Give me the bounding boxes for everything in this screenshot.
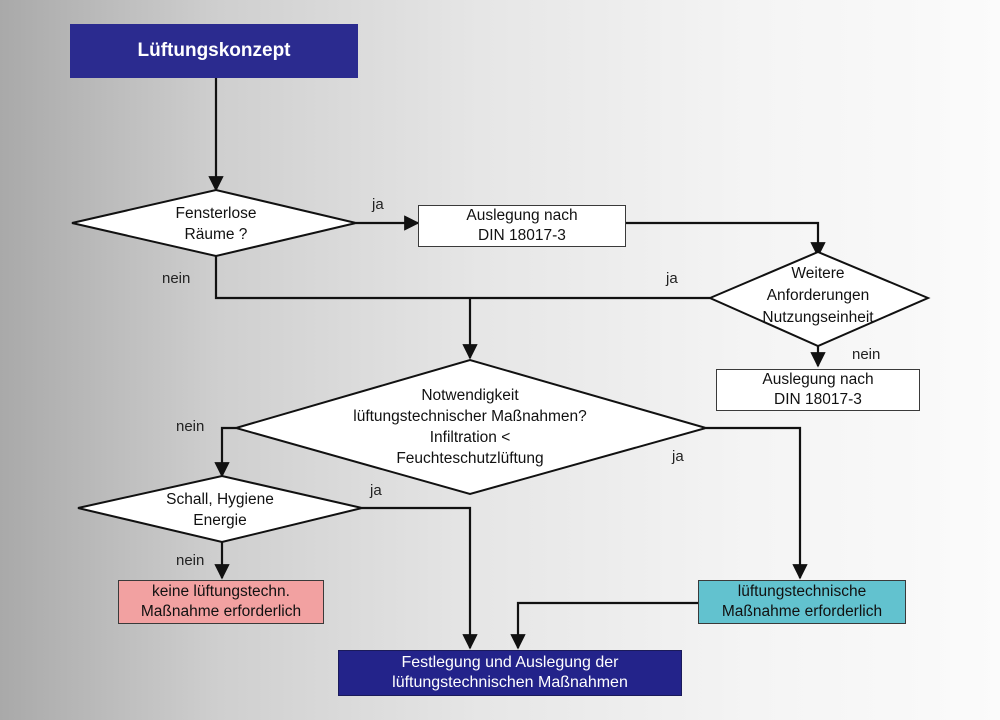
label-ja-weitere: ja xyxy=(666,270,678,287)
decision-notwendigkeit-diamond xyxy=(232,358,710,496)
label-nein-fensterlose: nein xyxy=(162,270,191,287)
label-ja-fensterlose: ja xyxy=(372,196,384,213)
keine-massnahme-box: keine lüftungstechn. Maßnahme erforderli… xyxy=(118,580,324,624)
decision-schall-diamond xyxy=(77,474,363,544)
label-nein-notwendigkeit: nein xyxy=(176,418,205,435)
auslegung-box-1: Auslegung nach DIN 18017-3 xyxy=(418,205,626,247)
decision-schall-text: Schall, Hygiene Energie xyxy=(166,491,274,529)
edge-schall-ja xyxy=(362,506,478,650)
decision-fensterlose-text: Fensterlose Räume ? xyxy=(175,205,257,243)
label-ja-notwendigkeit: ja xyxy=(672,448,684,465)
edge-erforderlich-to-festlegung xyxy=(510,601,698,650)
label-nein-schall: nein xyxy=(176,552,205,569)
edge-auslegung1-to-weitere xyxy=(626,221,826,258)
edge-fensterlose-nein xyxy=(214,256,710,300)
edge-notwendigkeit-nein xyxy=(214,426,236,478)
title-text: Lüftungskonzept xyxy=(137,40,291,61)
decision-notwendigkeit-text: Notwendigkeit lüftungstechnischer Maßnah… xyxy=(353,387,587,467)
label-nein-weitere: nein xyxy=(852,346,881,363)
edge-notwendigkeit-ja xyxy=(706,426,808,580)
title-box: Lüftungskonzept xyxy=(70,24,358,78)
decision-weitere-diamond xyxy=(707,250,931,348)
festlegung-box: Festlegung und Auslegung der lüftungstec… xyxy=(338,650,682,696)
decision-weitere-text: Weitere Anforderungen Nutzungseinheit xyxy=(762,265,874,326)
massnahme-erforderlich-box: lüftungstechnische Maßnahme erforderlich xyxy=(698,580,906,624)
auslegung-box-2: Auslegung nach DIN 18017-3 xyxy=(716,369,920,411)
label-ja-schall: ja xyxy=(370,482,382,499)
decision-fensterlose-diamond xyxy=(71,188,357,258)
